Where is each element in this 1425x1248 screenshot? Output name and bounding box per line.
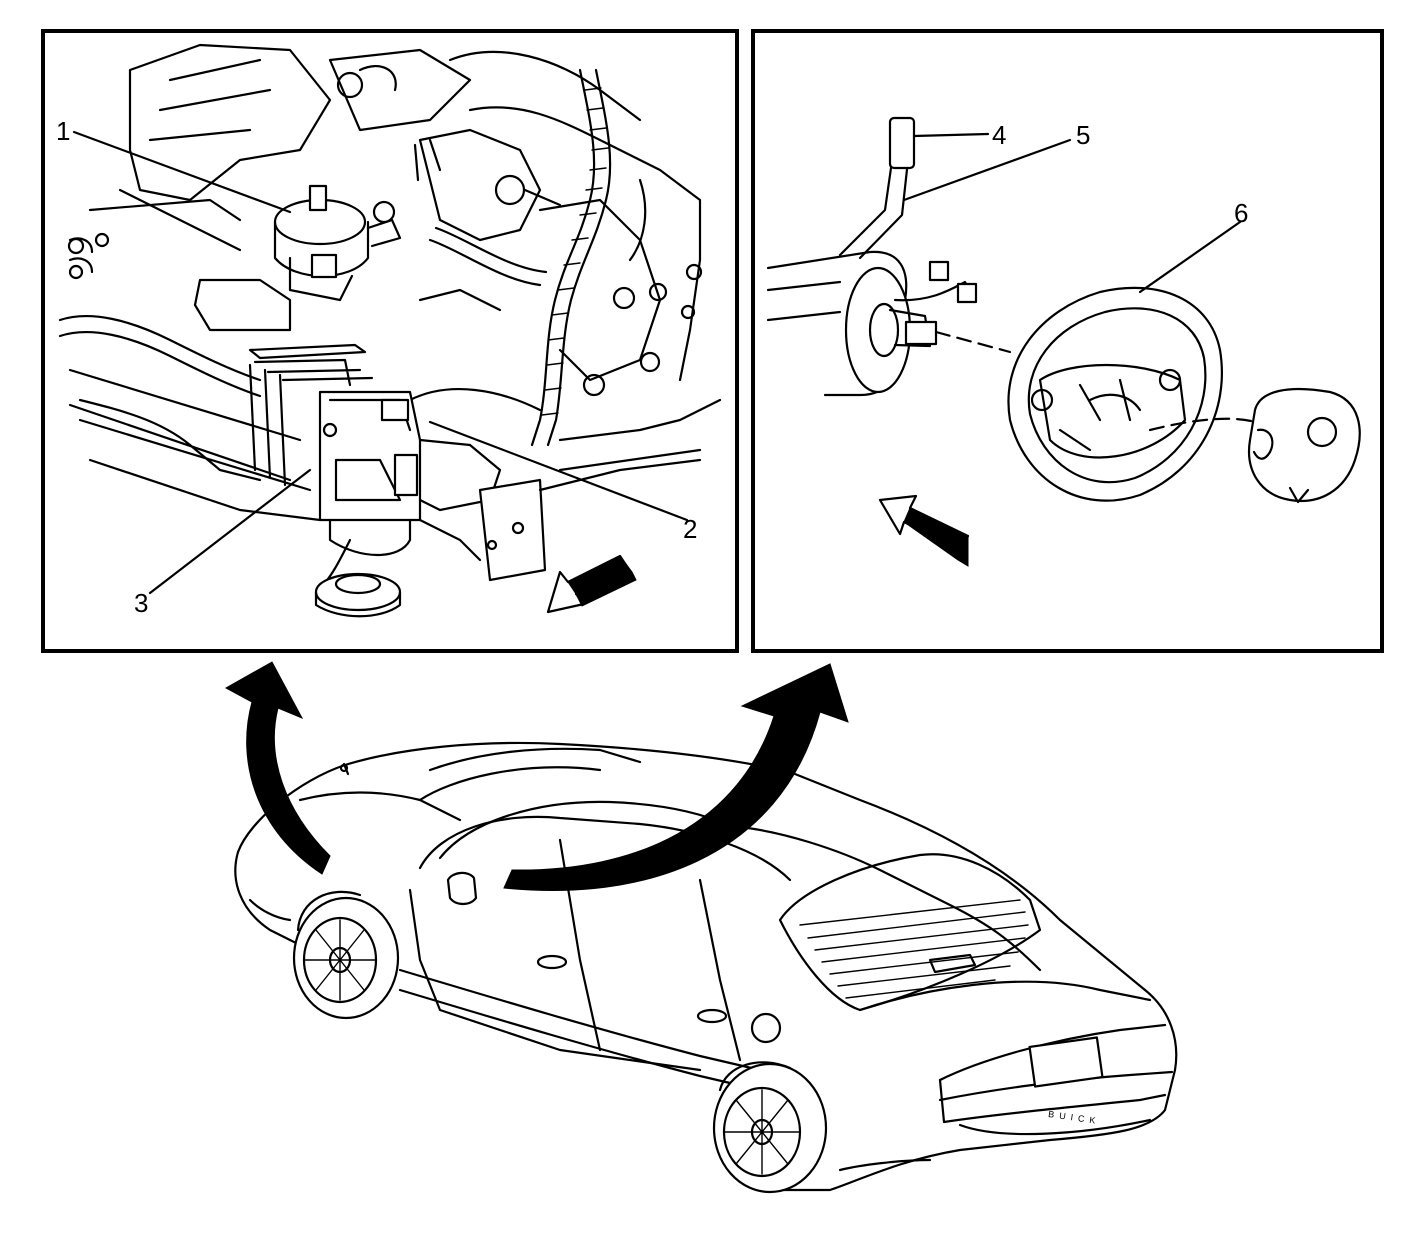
- engine-illustration: [58, 43, 722, 618]
- callout-1: 1: [56, 116, 70, 146]
- vehicle-badge: BUICK: [1048, 1109, 1101, 1126]
- front-wheel: [292, 890, 400, 1020]
- steering-wheel: [1007, 286, 1223, 502]
- callout-2: 2: [683, 514, 697, 544]
- callout-5: 5: [1076, 120, 1090, 150]
- callout-6: 6: [1234, 198, 1248, 228]
- curved-arrow-icon: [224, 661, 331, 875]
- curved-arrow-icon: [503, 663, 849, 891]
- right-detail-panel: 4 5 6: [751, 29, 1384, 653]
- callout-4: 4: [992, 120, 1006, 150]
- callout-3: 3: [134, 588, 148, 618]
- steering-illustration: [766, 116, 1361, 567]
- vehicle-illustration: BUICK: [234, 741, 1178, 1194]
- direction-arrow-icon: [878, 494, 970, 567]
- rear-wheel: [712, 1061, 828, 1194]
- airbag-module: [1148, 387, 1361, 504]
- left-detail-panel: 1 2 3: [41, 29, 739, 653]
- direction-arrow-icon: [546, 554, 637, 614]
